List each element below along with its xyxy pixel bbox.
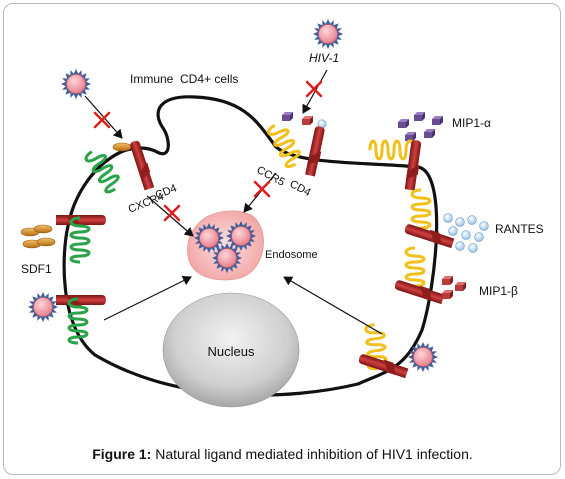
mip1-alpha-ligand-icon <box>398 119 409 128</box>
cd4-receptor <box>56 215 106 226</box>
mip1-alpha-ligand-icon <box>414 112 425 121</box>
entry-arrow <box>283 276 383 335</box>
figure-caption: Figure 1: Natural ligand mediated inhibi… <box>0 446 565 462</box>
nucleus-label: Nucleus <box>208 344 255 359</box>
endosome-label: Endosome <box>265 249 318 261</box>
rantes-label: RANTES <box>495 222 544 236</box>
mip1-beta-ligand-icon <box>442 290 453 299</box>
caption-text: Natural ligand mediated inhibition of HI… <box>151 446 473 462</box>
block-x-icon <box>253 180 271 198</box>
mip1-alpha-label: MIP1-α <box>452 116 491 130</box>
mip1-alpha-ligand-icon <box>432 116 443 125</box>
cd4-right-label: CD4 <box>288 178 313 199</box>
sdf1-ligand-icon <box>112 142 132 152</box>
mip1-beta-ligand-icon <box>455 282 466 291</box>
hiv-virion-icon <box>27 291 59 323</box>
hiv-label: HIV-1 <box>309 51 339 65</box>
cd4-left-label: CD4 <box>154 182 179 201</box>
caption-prefix: Figure 1: <box>92 446 152 462</box>
mip1-alpha-ligand-icon <box>282 112 293 121</box>
entry-arrow <box>103 276 192 321</box>
nucleus <box>162 292 300 408</box>
mip1-beta-ligand-icon <box>302 116 313 125</box>
hiv-virion-icon <box>312 18 344 50</box>
endosome-virion-icon <box>211 242 243 274</box>
cd4-receptor <box>56 295 106 306</box>
sdf1-ligand-icon <box>33 224 53 234</box>
hiv-virion-icon <box>60 68 92 100</box>
sdf1-label: SDF1 <box>21 262 52 276</box>
immune-cells-label: Immune CD4+ cells <box>130 72 238 86</box>
hiv-virion-icon <box>407 341 439 373</box>
ccr5-receptor <box>368 139 416 161</box>
rantes-ligand-group <box>443 213 489 253</box>
endosome-virion-icon <box>193 222 225 254</box>
mip1-alpha-ligand-icon <box>424 129 435 138</box>
cd4-receptor <box>305 125 327 177</box>
mip1-beta-label: MIP1-β <box>479 284 518 298</box>
cd4-receptor <box>393 278 445 305</box>
sdf1-ligand-icon <box>36 237 56 247</box>
mip1-beta-ligand-icon <box>442 276 453 285</box>
